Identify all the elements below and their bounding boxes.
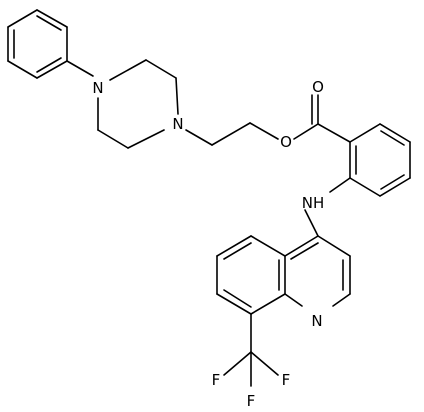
atom-ester-o-single: O	[280, 133, 292, 151]
trifluoromethyl-group	[223, 313, 279, 387]
atom-quinoline-n: N	[311, 312, 322, 330]
atom-piperazine-n-bottom: N	[172, 115, 183, 133]
ester-group	[293, 94, 351, 143]
atom-fluorine-3: F	[247, 392, 256, 410]
quinoline-benzo-ring	[216, 235, 286, 315]
piperazine-ring	[97, 59, 179, 149]
benzoate-ring	[349, 123, 411, 197]
atom-amine-nh: NH	[302, 194, 325, 212]
amine-link	[304, 177, 351, 237]
bond-phenyl-n	[66, 60, 94, 77]
atom-fluorine-1: F	[212, 371, 221, 389]
atom-piperazine-n-top: N	[92, 79, 103, 97]
ethyl-linker	[185, 122, 279, 146]
quinoline-pyridine-ring	[284, 235, 351, 307]
phenyl-ring	[7, 9, 68, 79]
atom-fluorine-2: F	[282, 371, 291, 389]
atom-ester-o-carbonyl: O	[312, 78, 324, 96]
